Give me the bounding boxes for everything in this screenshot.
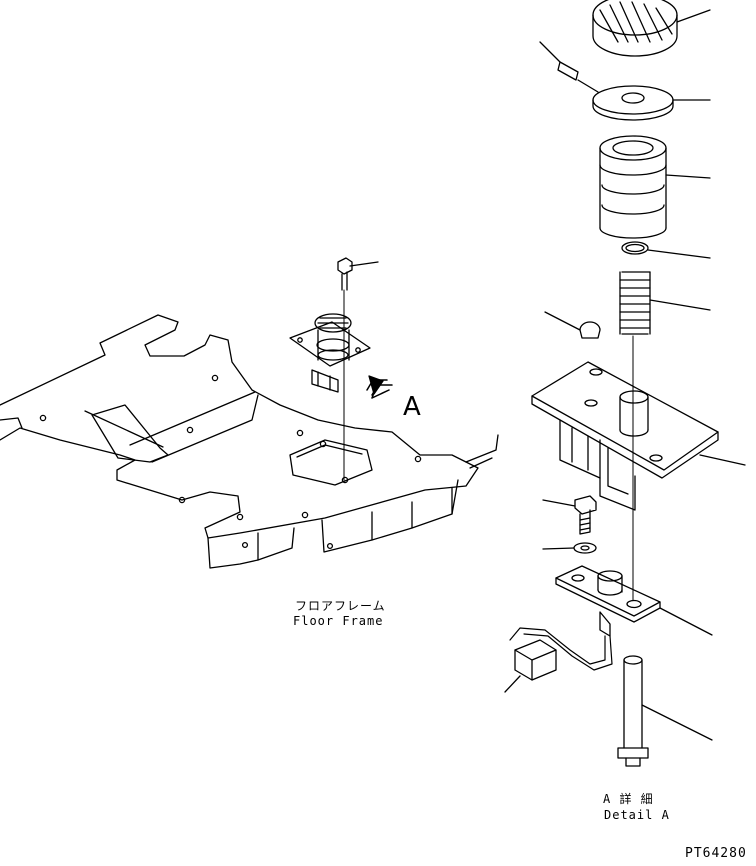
floor-frame-plate: [0, 314, 499, 569]
pivot-pin: [617, 655, 713, 767]
connector: [504, 639, 557, 693]
wire-harness: [509, 611, 613, 671]
pin: [539, 41, 579, 81]
figure-code: PT64280: [685, 846, 747, 861]
bolt: [542, 495, 597, 535]
switch-assembly-mounted: [289, 257, 379, 481]
detail-label-jp: A 詳 細: [603, 791, 654, 806]
washer: [577, 79, 711, 121]
pedal-pad: [592, 0, 711, 57]
bellows-boot: [599, 135, 711, 239]
knob: [544, 311, 601, 339]
spring: [619, 271, 711, 335]
switch-bracket: [555, 565, 713, 636]
floor-frame-label-jp: フロアフレーム: [295, 599, 386, 613]
view-letter-a: A: [403, 392, 421, 422]
detail-label-en: Detail A: [604, 808, 670, 822]
snap-ring: [621, 241, 711, 259]
view-arrow-a: [366, 375, 393, 399]
flat-washer: [542, 542, 597, 554]
switch-housing: [531, 361, 746, 511]
floor-frame-label-en: Floor Frame: [293, 614, 383, 628]
